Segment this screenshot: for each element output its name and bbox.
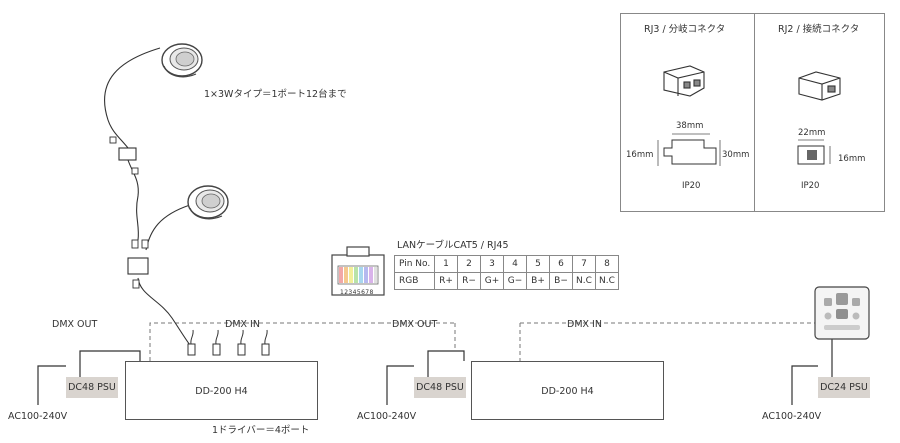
signal-cell: G+ (480, 272, 504, 290)
pin-number-row: Pin No. 1 2 3 4 5 6 7 8 (394, 255, 619, 273)
driver-label: DD-200 H4 (541, 386, 594, 397)
rj3-dimension-drawing (657, 133, 721, 166)
signal-row: RGB R+ R− G+ G− B+ B− N.C N.C (394, 272, 619, 290)
rj3-depth: 30mm (722, 150, 750, 160)
driver-port-note: 1ドライバー＝4ポート (212, 425, 310, 436)
connector-pin-numbers: 12345678 (340, 289, 374, 296)
pin-cell: 4 (503, 255, 527, 273)
driver-box: DD-200 H4 (471, 361, 664, 420)
signal-cell: N.C (572, 272, 596, 290)
signal-cell: G− (503, 272, 527, 290)
rj3-height: 16mm (626, 150, 654, 160)
dmx-out-label: DMX OUT (392, 319, 438, 330)
psu-box: DC48 PSU (414, 377, 466, 398)
rj3-width: 38mm (676, 121, 704, 131)
rj2-dimension-drawing (797, 139, 831, 165)
pin-header: Pin No. (394, 255, 435, 273)
rj2-coupler-icon (798, 71, 841, 101)
power-cords-1 (37, 350, 141, 405)
rj3-splitter-icon (127, 239, 149, 289)
psu-box: DC24 PSU (818, 377, 870, 398)
dmx-in-label: DMX IN (567, 319, 602, 330)
ac-input-label: AC100-240V (357, 411, 417, 422)
dmx-out-label: DMX OUT (52, 319, 98, 330)
signal-cell: B− (549, 272, 573, 290)
pin-cell: 5 (526, 255, 550, 273)
connector-spec-panel (620, 13, 885, 212)
power-cords-2 (386, 350, 465, 405)
cable-title: LANケーブルCAT5 / RJ45 (397, 240, 509, 251)
pin-cell: 1 (434, 255, 458, 273)
pin-cell: 3 (480, 255, 504, 273)
pin-cell: 6 (549, 255, 573, 273)
signal-cell: R+ (434, 272, 458, 290)
rj45-connector-icon (331, 246, 385, 296)
power-cords-3 (791, 339, 833, 405)
psu-box: DC48 PSU (66, 377, 118, 398)
rj3-title: RJ3 / 分岐コネクタ (644, 24, 726, 35)
pin-table: Pin No. 1 2 3 4 5 6 7 8 RGB R+ R− G+ G− … (394, 255, 619, 290)
signal-cell: B+ (526, 272, 550, 290)
rj45-plug-icon (187, 329, 270, 356)
signal-cell: R− (457, 272, 481, 290)
ac-input-label: AC100-240V (8, 411, 68, 422)
signal-cell: N.C (595, 272, 619, 290)
lamp-cables (103, 47, 191, 346)
rj2-coupler-icon (109, 136, 139, 175)
driver-label: DD-200 H4 (195, 386, 248, 397)
rj2-title: RJ2 / 接続コネクタ (778, 24, 860, 35)
lamp-capacity-note: 1×3Wタイプ＝1ポート12台まで (204, 89, 347, 100)
panel-divider (754, 14, 755, 211)
driver-box: DD-200 H4 (125, 361, 318, 420)
dmx-controller-icon (814, 286, 870, 340)
pin-cell: 8 (595, 255, 619, 273)
ac-input-label: AC100-240V (762, 411, 822, 422)
dmx-in-label: DMX IN (225, 319, 260, 330)
rj3-rating: IP20 (682, 181, 701, 191)
downlight-icon (187, 185, 229, 220)
rj2-rating: IP20 (801, 181, 820, 191)
rj2-height: 16mm (838, 154, 866, 164)
rj3-splitter-icon (663, 65, 705, 97)
downlight-icon (161, 43, 203, 78)
rj2-width: 22mm (798, 128, 826, 138)
rgb-header: RGB (394, 272, 435, 290)
pin-cell: 7 (572, 255, 596, 273)
pin-cell: 2 (457, 255, 481, 273)
dmx-dashed-lines (149, 310, 821, 361)
